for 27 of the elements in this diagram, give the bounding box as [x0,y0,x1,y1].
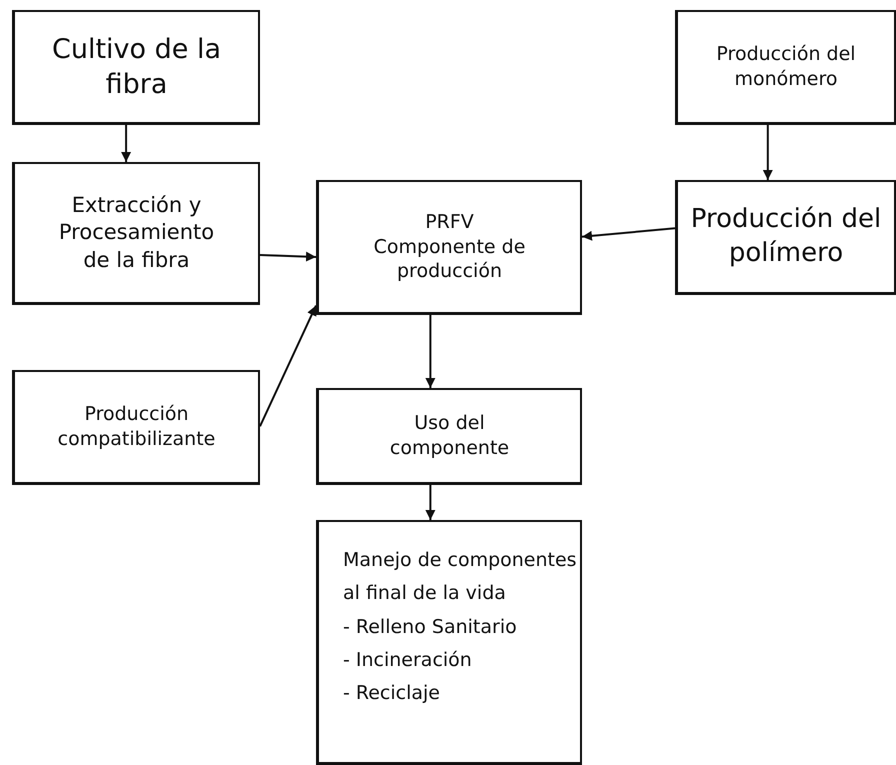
box-label: Cultivo de la fibra [50,32,222,102]
box-label: Producción del polímero [690,203,882,270]
arrow [582,227,676,241]
arrow [260,252,316,262]
arrow [259,305,317,427]
arrow [762,125,773,180]
process-box [316,520,582,765]
process-box [12,10,260,125]
process-box [675,10,896,125]
process-box [316,388,582,485]
box-label: Producción del monómero [715,42,857,92]
box-label: Manejo de componentes al final de la vida [343,548,578,606]
process-box [12,162,260,305]
list-item: Componente de producción [372,234,526,284]
process-box [12,370,260,485]
box-label: PRFV [425,210,474,235]
arrow [425,315,436,388]
box-label: Extracción y Procesamiento de la fibra [58,192,216,274]
process-box [316,180,582,315]
list-item: - Incineración [343,648,472,673]
process-box [675,180,896,295]
arrow [121,125,132,162]
box-label: Producción compatibilizante [56,402,216,452]
list-item: - Reciclaje [343,681,440,706]
box-label: Uso del componente [388,411,510,461]
list-item: - Relleno Sanitario [343,614,517,640]
arrow [425,485,436,520]
